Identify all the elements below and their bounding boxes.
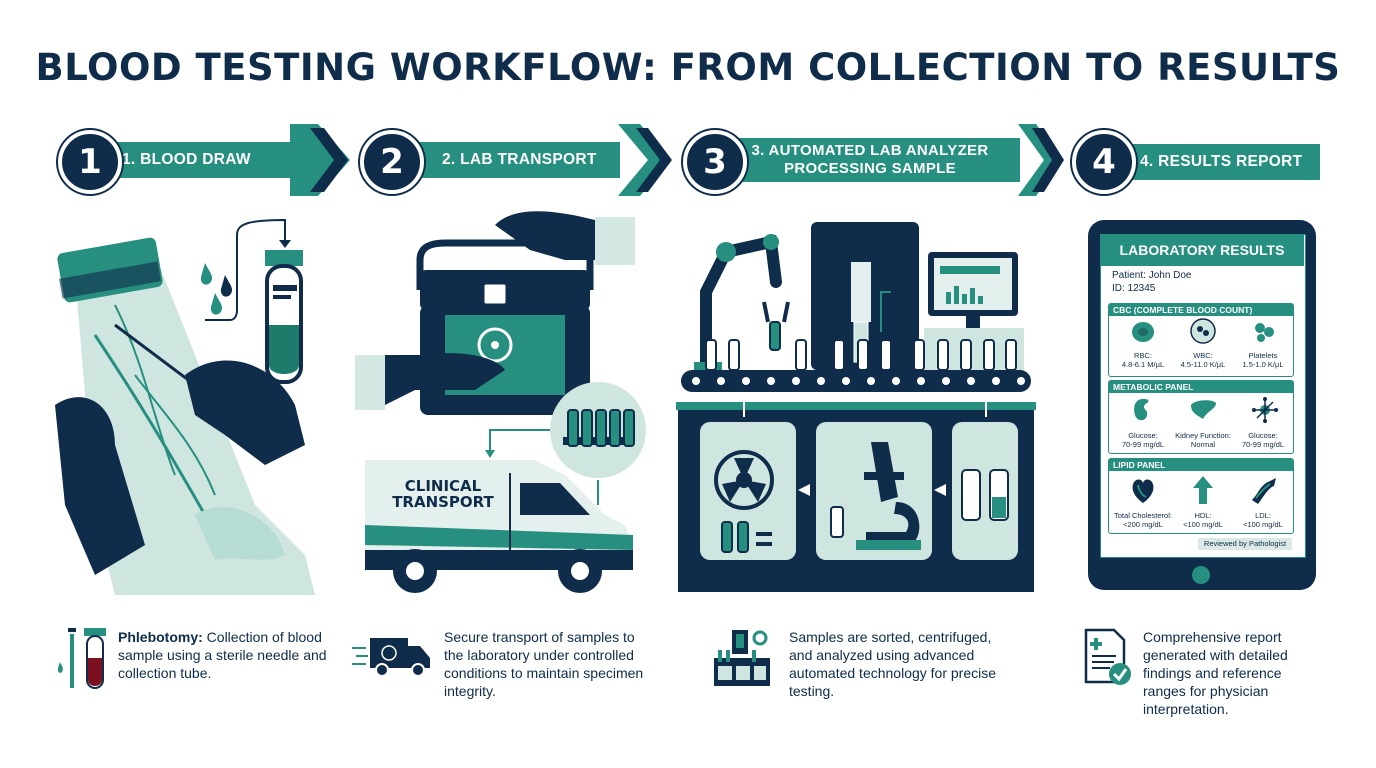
step-2-number: 2 bbox=[360, 130, 424, 194]
step-4-number: 4 bbox=[1072, 130, 1136, 194]
clipboard-check-icon bbox=[1084, 628, 1131, 685]
lipid-panel-title: LIPID PANEL bbox=[1109, 459, 1293, 471]
step-3-number: 3 bbox=[683, 130, 747, 194]
hdl-result: HDL:<100 mg/dL bbox=[1183, 511, 1223, 529]
kidney-result: Kidney Function:Normal bbox=[1175, 431, 1231, 449]
glucose-result-2: Glucose:70-99 mg/dL bbox=[1241, 431, 1285, 449]
reviewed-badge: Reviewed by Pathologist bbox=[1198, 538, 1292, 550]
heart-icon bbox=[1132, 479, 1154, 503]
liver-icon bbox=[1191, 400, 1216, 419]
step-3-label-line2: PROCESSING SAMPLE bbox=[784, 160, 956, 177]
step-3-description: Samples are sorted, centrifuged, and ana… bbox=[789, 629, 997, 699]
syringe-icon bbox=[57, 628, 76, 688]
van-label-line2: TRANSPORT bbox=[392, 493, 494, 511]
transport-van-icon bbox=[352, 638, 430, 677]
molecule-icon bbox=[1252, 397, 1278, 423]
step-1-arrow-icon bbox=[290, 124, 350, 196]
patient-id: ID: 12345 bbox=[1112, 283, 1156, 294]
blood-tube-icon bbox=[84, 628, 106, 689]
step-3-label-line1: 3. AUTOMATED LAB ANALYZER bbox=[751, 142, 989, 159]
metabolic-panel-title: METABOLIC PANEL bbox=[1109, 381, 1293, 393]
step-2-banner: 2. LAB TRANSPORT bbox=[398, 142, 620, 178]
step-2-arrow-icon bbox=[618, 124, 672, 196]
blood-draw-illustration bbox=[55, 218, 315, 595]
kidney-icon bbox=[1134, 399, 1149, 421]
step-1-number: 1 bbox=[58, 130, 122, 194]
cbc-panel-title: CBC (COMPLETE BLOOD COUNT) bbox=[1109, 304, 1293, 316]
platelets-icon bbox=[1255, 323, 1274, 342]
wbc-icon bbox=[1190, 318, 1216, 344]
analyzer-illustration bbox=[676, 222, 1036, 592]
tablet-home-button bbox=[1192, 566, 1210, 584]
transport-illustration: CLINICAL TRANSPORT bbox=[355, 211, 646, 593]
van-label-line1: CLINICAL bbox=[405, 477, 482, 495]
patient-name: Patient: John Doe bbox=[1112, 270, 1192, 281]
lab-automation-icon bbox=[714, 630, 770, 686]
wbc-result: WBC:4.5-11.0 K/μL bbox=[1180, 351, 1226, 369]
cholesterol-result: Total Cholesterol:<200 mg/dL bbox=[1114, 511, 1172, 529]
step-2-description: Secure transport of samples to the labor… bbox=[444, 629, 644, 699]
page-title: BLOOD TESTING WORKFLOW: FROM COLLECTION … bbox=[35, 46, 1341, 89]
ldl-artery-icon bbox=[1252, 478, 1276, 504]
glucose-result: Glucose:70-99 mg/dL bbox=[1121, 431, 1165, 449]
hdl-arrow-icon bbox=[1193, 476, 1213, 504]
step-4-banner: 4. RESULTS REPORT bbox=[1110, 144, 1320, 180]
rbc-result: RBC:4.8-6.1 M/μL bbox=[1121, 351, 1165, 369]
step-1-label: 1. BLOOD DRAW bbox=[122, 151, 251, 168]
step-3-arrow-icon bbox=[1018, 124, 1064, 196]
rbc-icon bbox=[1132, 322, 1154, 342]
step-4-label: 4. RESULTS REPORT bbox=[1140, 153, 1303, 170]
ldl-result: LDL:<100 mg/dL bbox=[1243, 511, 1283, 529]
step-2-label: 2. LAB TRANSPORT bbox=[442, 151, 597, 168]
results-header: LABORATORY RESULTS bbox=[1100, 234, 1304, 266]
step-4-description: Comprehensive report generated with deta… bbox=[1143, 629, 1288, 717]
step-1-banner: 1. BLOOD DRAW bbox=[96, 142, 292, 178]
step-1-description: Phlebotomy: Collection of blood sample u… bbox=[118, 629, 327, 681]
